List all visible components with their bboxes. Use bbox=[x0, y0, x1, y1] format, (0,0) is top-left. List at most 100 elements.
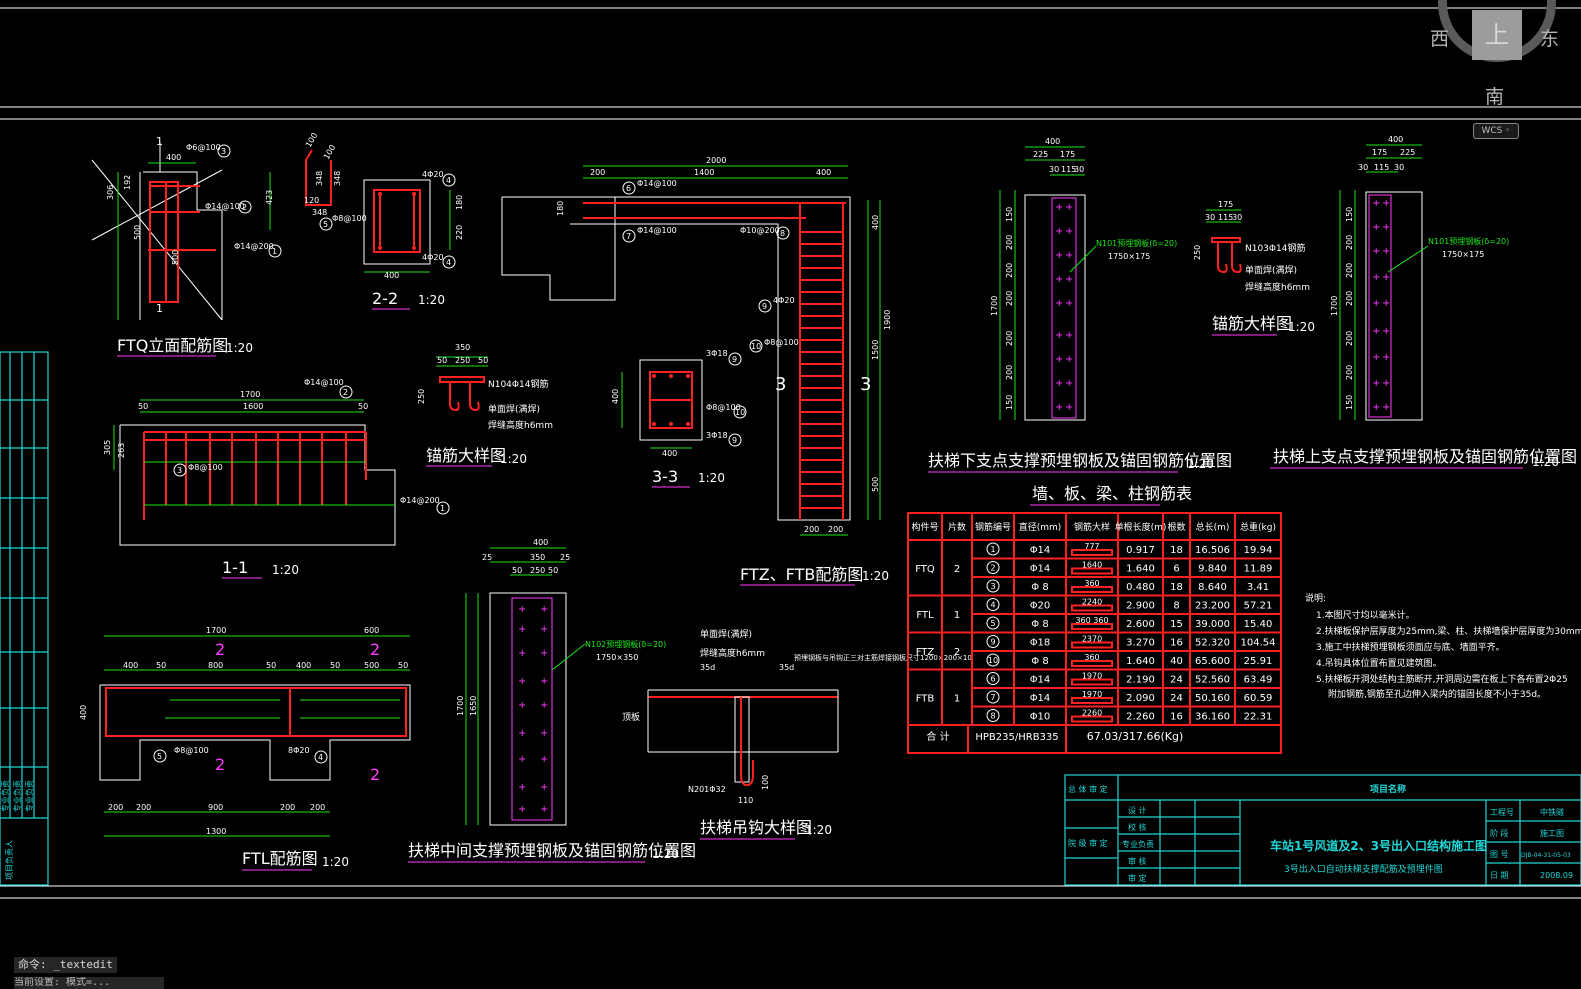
wcs-menu-button[interactable]: WCS ◦ bbox=[1473, 123, 1519, 139]
svg-text:200: 200 bbox=[1345, 365, 1354, 380]
s22-label-c: 4Φ20 bbox=[422, 253, 444, 262]
table-cell: 39.000 bbox=[1195, 619, 1230, 630]
svg-text:3: 3 bbox=[177, 466, 182, 475]
svg-text:180: 180 bbox=[455, 195, 464, 210]
lower-plate-title: 扶梯下支点支撑预埋钢板及锚固钢筋位置图 bbox=[928, 451, 1232, 470]
svg-text:+: + bbox=[1382, 198, 1390, 209]
section-1-1-drawing[interactable]: 1700 1600 50 50 Φ14@100 2 3 Φ8@100 Φ14@2… bbox=[103, 378, 450, 579]
svg-text:+: + bbox=[1065, 378, 1073, 389]
title-block[interactable]: 项目名称 总 体 审 定 院 级 审 定 设 计 校 核 专业负责 审 核 审 … bbox=[1064, 774, 1581, 886]
view-cube-south[interactable]: 南 bbox=[1485, 86, 1505, 108]
svg-text:400: 400 bbox=[871, 215, 880, 230]
section-3-3-drawing[interactable]: 3Φ18 9 Φ8@100 10 3Φ18 9 400 400 3-3 1:20 bbox=[611, 349, 747, 488]
svg-text:115: 115 bbox=[1374, 163, 1389, 172]
table-shape-cell: 777 bbox=[1084, 542, 1099, 551]
svg-text:50: 50 bbox=[398, 661, 408, 670]
ftq-elevation-drawing[interactable]: 1 1 Φ6@100 3 Φ14@100 2 Φ14@200 1 400 423… bbox=[91, 135, 282, 357]
table-cell: 16 bbox=[1170, 638, 1183, 649]
svg-text:25: 25 bbox=[560, 553, 570, 562]
svg-text:+: + bbox=[518, 604, 526, 615]
hook-detail-drawing[interactable]: 单面焊(满焊) 焊缝高度h6mm 35d 35d 顶板 N201Φ32 110 … bbox=[622, 628, 972, 840]
ftz-scale: 1:20 bbox=[862, 569, 889, 583]
svg-text:+: + bbox=[1382, 326, 1390, 337]
command-line-prompt[interactable]: 命令: _textedit bbox=[14, 957, 117, 973]
drawing-main-title: 车站1号风道及2、3号出入口结构施工图 bbox=[1270, 838, 1487, 853]
table-total-grade: HPB235/HRB335 bbox=[975, 732, 1058, 743]
svg-text:400: 400 bbox=[662, 449, 677, 458]
s22-dim-400: 400 bbox=[384, 271, 399, 280]
svg-text:25: 25 bbox=[482, 553, 492, 562]
upper-support-plate-drawing[interactable]: ++ ++ ++ ++ ++ ++ ++ ++ ++ 400 175 225 3… bbox=[1270, 135, 1577, 469]
anchor1-title: 锚筋大样图 bbox=[426, 446, 506, 465]
svg-text:N103Φ14钢筋: N103Φ14钢筋 bbox=[1245, 242, 1305, 254]
svg-text:1900: 1900 bbox=[883, 310, 892, 330]
svg-text:348: 348 bbox=[312, 208, 327, 217]
svg-text:+: + bbox=[1372, 246, 1380, 257]
s33-scale: 1:20 bbox=[698, 471, 725, 485]
anchor-detail-2[interactable]: 175 30 115 30 N103Φ14钢筋 250 单面焊(满焊) 焊缝高度… bbox=[1193, 200, 1315, 336]
lower-plate-spacing: 150 200 200 200 200 200 150 bbox=[1005, 207, 1014, 410]
middle-support-plate-drawing[interactable]: ++ ++ ++ ++ ++ ++ ++ ++ ++ 400 25 350 25… bbox=[408, 538, 696, 863]
svg-text:348: 348 bbox=[333, 171, 342, 186]
table-header-4: 钢筋大样 bbox=[1074, 521, 1110, 533]
notes-title: 说明: bbox=[1305, 592, 1326, 604]
view-cube[interactable]: 上 西 东 南 WCS ◦ bbox=[1420, 0, 1570, 139]
table-cell: 11.89 bbox=[1244, 564, 1273, 575]
svg-text:100: 100 bbox=[761, 775, 770, 790]
table-cell: 60.59 bbox=[1244, 693, 1273, 704]
table-cell: 104.54 bbox=[1241, 638, 1276, 649]
ftq-dim-400: 400 bbox=[166, 153, 181, 162]
svg-text:2: 2 bbox=[370, 640, 380, 659]
drawing-sub-title: 3号出入口自动扶梯支撑配筋及预埋件图 bbox=[1284, 863, 1443, 875]
table-cell: Φ 8 bbox=[1031, 619, 1048, 630]
rebar-table[interactable]: 墙、板、梁、柱钢筋表 构件号片数钢筋编号直径(mm)钢筋大样单根长度(m)根数总… bbox=[907, 484, 1282, 754]
view-cube-west[interactable]: 西 bbox=[1430, 28, 1450, 50]
table-cell: 25.91 bbox=[1244, 656, 1273, 667]
table-cell: 16 bbox=[1170, 712, 1183, 723]
table-cell: Φ14 bbox=[1030, 693, 1051, 704]
lower-support-plate-drawing[interactable]: ++ ++ ++ ++ ++ ++ ++ ++ ++ 400 225 175 3… bbox=[928, 137, 1232, 473]
svg-text:1700: 1700 bbox=[1330, 296, 1339, 316]
upper-plate-spacing: 150 200 200 200 200 200 150 bbox=[1345, 207, 1354, 410]
table-cell: Φ10 bbox=[1030, 712, 1051, 723]
svg-text:120: 120 bbox=[304, 196, 319, 205]
svg-text:审 定: 审 定 bbox=[1128, 873, 1147, 883]
table-cell: 8.640 bbox=[1198, 582, 1227, 593]
table-cell: 23.200 bbox=[1195, 601, 1230, 612]
svg-text:+: + bbox=[1065, 402, 1073, 413]
table-shape-cell: 360 bbox=[1084, 579, 1099, 588]
ftz-ftb-drawing[interactable]: 2000 200 1400 400 6 Φ14@100 7 Φ14@100 Φ1… bbox=[501, 156, 892, 586]
section-2-2-drawing[interactable]: 4Φ20 4 Φ8@100 5 4Φ20 4 400 180 220 2-2 1… bbox=[319, 170, 464, 310]
s33-title: 3-3 bbox=[652, 467, 678, 486]
drawing-frame bbox=[0, 7, 1581, 899]
svg-text:200: 200 bbox=[1345, 263, 1354, 278]
anchor-detail-1[interactable]: 350 50 250 50 N104Φ14钢筋 250 单面焊(满焊) 焊缝高度… bbox=[417, 343, 553, 467]
table-cell: Φ18 bbox=[1030, 638, 1051, 649]
svg-text:1400: 1400 bbox=[694, 168, 714, 177]
svg-text:225: 225 bbox=[1033, 150, 1048, 159]
svg-text:Φ14@100: Φ14@100 bbox=[637, 226, 677, 235]
svg-text:Φ8@100: Φ8@100 bbox=[706, 403, 741, 412]
view-cube-top-face[interactable]: 上 bbox=[1472, 10, 1522, 60]
svg-text:1500: 1500 bbox=[871, 340, 880, 360]
lower-plate-scale: 1:20 bbox=[1187, 457, 1214, 471]
table-cell: 1 bbox=[990, 545, 995, 554]
table-cell: 1.640 bbox=[1126, 656, 1155, 667]
view-cube-east[interactable]: 东 bbox=[1540, 28, 1560, 50]
svg-text:175: 175 bbox=[1372, 148, 1387, 157]
ftl-drawing[interactable]: 1700 600 400 50 800 50 400 50 500 50 200… bbox=[79, 626, 411, 871]
svg-text:30: 30 bbox=[1358, 163, 1368, 172]
table-header-2: 钢筋编号 bbox=[975, 521, 1011, 533]
svg-text:预埋钢板与吊钩正三对主筋焊接钢板尺寸1200×200×10: 预埋钢板与吊钩正三对主筋焊接钢板尺寸1200×200×10 bbox=[794, 653, 972, 662]
svg-text:+: + bbox=[1055, 354, 1063, 365]
svg-text:10: 10 bbox=[751, 342, 761, 351]
svg-text:263: 263 bbox=[117, 443, 126, 458]
svg-text:30: 30 bbox=[1074, 165, 1084, 174]
svg-text:4: 4 bbox=[446, 176, 451, 185]
table-total-label: 合 计 bbox=[926, 730, 949, 743]
svg-text:1750×175: 1750×175 bbox=[1442, 250, 1484, 259]
table-cell: 3 bbox=[990, 582, 995, 591]
svg-text:+: + bbox=[1065, 274, 1073, 285]
svg-text:单面焊(满焊): 单面焊(满焊) bbox=[1245, 264, 1297, 276]
